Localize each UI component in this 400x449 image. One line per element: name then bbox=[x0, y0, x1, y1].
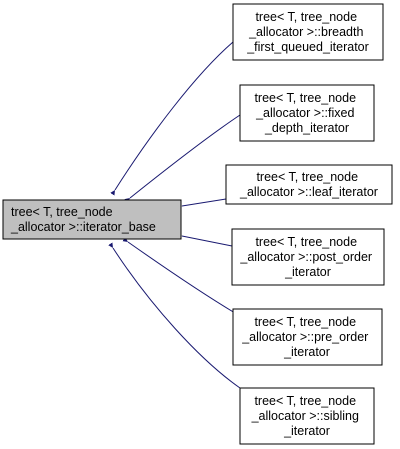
edge-fixed-depth bbox=[124, 114, 241, 204]
edge-leaf bbox=[176, 198, 227, 210]
node-line-1: tree< T, tree_node bbox=[254, 91, 356, 105]
node-label: tree< T, tree_node _allocator >::fixed _… bbox=[254, 91, 359, 135]
node-label: tree< T, tree_node _allocator >::pre_ord… bbox=[241, 315, 372, 359]
base-node-line-2: _allocator >::iterator_base bbox=[10, 220, 156, 234]
node-box bbox=[239, 84, 375, 142]
node-label: tree< T, tree_node _allocator >::breadth… bbox=[246, 10, 369, 54]
node-breadth-first-queued-iterator[interactable]: tree< T, tree_node _allocator >::breadth… bbox=[232, 3, 384, 61]
node-line-2: _allocator >::pre_order bbox=[241, 330, 368, 344]
node-line-3: _iterator bbox=[283, 345, 330, 359]
base-node-iterator-base[interactable]: tree< T, tree_node _allocator >::iterato… bbox=[2, 199, 182, 240]
node-line-2: _allocator >::leaf_iterator bbox=[239, 185, 378, 199]
node-line-2: _allocator >::fixed bbox=[255, 106, 354, 120]
edge-post-order bbox=[176, 232, 233, 247]
node-line-3: _depth_iterator bbox=[264, 121, 349, 135]
node-leaf-iterator[interactable]: tree< T, tree_node _allocator >::leaf_it… bbox=[225, 164, 393, 205]
node-fixed-depth-iterator[interactable]: tree< T, tree_node _allocator >::fixed _… bbox=[239, 84, 375, 142]
node-box bbox=[232, 308, 383, 366]
node-line-2: _allocator >::sibling bbox=[251, 409, 359, 423]
edge-sibling bbox=[108, 242, 241, 389]
node-line-1: tree< T, tree_node bbox=[254, 315, 356, 329]
node-line-2: _allocator >::breadth bbox=[248, 25, 363, 39]
node-line-3: _iterator bbox=[284, 265, 331, 279]
node-line-3: _first_queued_iterator bbox=[246, 40, 369, 54]
node-line-1: tree< T, tree_node bbox=[255, 235, 357, 249]
node-line-1: tree< T, tree_node bbox=[256, 170, 358, 184]
edge-breadth-first bbox=[110, 41, 234, 196]
base-node-box bbox=[2, 199, 182, 240]
node-line-1: tree< T, tree_node bbox=[255, 10, 357, 24]
node-sibling-iterator[interactable]: tree< T, tree_node _allocator >::sibling… bbox=[239, 387, 375, 445]
edge-pre-order bbox=[122, 237, 236, 314]
node-line-2: _allocator >::post_order bbox=[239, 250, 372, 264]
node-box bbox=[232, 3, 384, 61]
node-post-order-iterator[interactable]: tree< T, tree_node _allocator >::post_or… bbox=[231, 228, 385, 286]
node-box bbox=[231, 228, 385, 286]
node-pre-order-iterator[interactable]: tree< T, tree_node _allocator >::pre_ord… bbox=[232, 308, 383, 366]
node-label: tree< T, tree_node _allocator >::leaf_it… bbox=[239, 170, 378, 199]
base-node-label: tree< T, tree_node _allocator >::iterato… bbox=[10, 205, 156, 234]
node-box bbox=[239, 387, 375, 445]
node-box bbox=[225, 164, 393, 205]
node-line-1: tree< T, tree_node bbox=[254, 394, 356, 408]
node-line-3: _iterator bbox=[283, 424, 330, 438]
node-label: tree< T, tree_node _allocator >::sibling… bbox=[251, 394, 363, 438]
inheritance-edges bbox=[108, 41, 241, 389]
base-node-line-1: tree< T, tree_node bbox=[11, 205, 113, 219]
node-label: tree< T, tree_node _allocator >::post_or… bbox=[239, 235, 375, 279]
